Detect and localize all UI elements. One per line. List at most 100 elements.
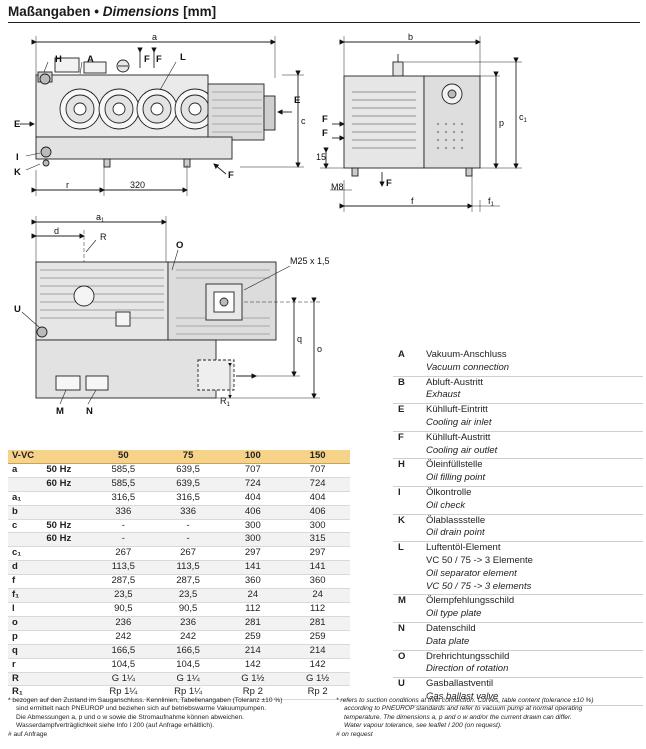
dim-a1: a1	[96, 212, 105, 224]
row-key: f₁	[8, 588, 43, 603]
row-key: c	[8, 519, 43, 534]
title-en: Dimensions	[102, 4, 180, 19]
table-cell: 316,5	[155, 491, 221, 506]
row-key: c₁	[8, 546, 43, 562]
row-key: R	[8, 672, 43, 687]
dim-p: p	[499, 118, 504, 128]
table-cell: 300	[285, 519, 350, 534]
legend-text-de: Gasballastventil	[426, 678, 494, 690]
legend-text-de: Drehrichtungsschild	[426, 650, 510, 662]
row-frequency	[42, 616, 91, 631]
table-cell: 104,5	[90, 658, 156, 673]
table-cell: G 1½	[285, 672, 350, 687]
table-cell: 724	[285, 477, 350, 492]
header-50: 50	[90, 450, 156, 464]
table-cell: 142	[220, 658, 286, 673]
label-M25: M25 x 1,5	[290, 256, 330, 266]
footnote-de-1: * bezogen auf den Zustand im Sauganschlu…	[8, 697, 283, 704]
table-cell: 113,5	[155, 560, 221, 576]
row-key: q	[8, 644, 43, 659]
label-E-side: E	[14, 119, 20, 130]
row-frequency	[42, 546, 91, 562]
label-F-end-1: F	[322, 114, 328, 125]
page-title: Maßangaben • Dimensions [mm]	[8, 4, 216, 19]
label-M: M	[56, 406, 64, 417]
table-cell: 236	[155, 616, 221, 631]
legend-text-de: Kühlluft-Eintritt	[426, 404, 488, 416]
table-cell: 316,5	[90, 491, 156, 506]
legend-key: U	[393, 677, 423, 706]
dimension-table-header: V-VC 50 75 100 150	[8, 450, 350, 464]
legend-key: M	[393, 594, 423, 623]
dim-b: b	[408, 32, 413, 42]
label-F-side-2: F	[156, 54, 162, 65]
table-cell: 639,5	[155, 463, 221, 478]
table-cell: 360	[285, 574, 350, 590]
table-cell: 90,5	[90, 602, 156, 617]
row-key	[8, 532, 43, 548]
label-F-end-2: F	[322, 128, 328, 139]
dim-r: r	[66, 180, 69, 190]
row-frequency: 50 Hz	[42, 463, 91, 478]
dim-f: f	[411, 196, 414, 206]
row-frequency	[42, 658, 91, 673]
legend-text-de: Öleinfüllstelle	[426, 459, 483, 471]
legend-text-en: Oil separator element	[426, 567, 517, 579]
table-cell: -	[90, 532, 156, 548]
table-cell: 639,5	[155, 477, 221, 492]
footnote-en-5: # on request	[336, 730, 373, 738]
legend-text-en: Cooling air inlet	[426, 416, 492, 428]
row-frequency	[42, 588, 91, 603]
dim-R1: R1	[220, 396, 231, 408]
table-cell: 300	[220, 519, 286, 534]
row-frequency: 60 Hz	[42, 477, 91, 492]
table-cell: 259	[220, 630, 286, 645]
table-cell: 267	[155, 546, 221, 562]
row-frequency	[42, 602, 91, 617]
table-cell: -	[90, 519, 156, 534]
legend-text-en: Oil type plate	[426, 608, 482, 620]
row-key: d	[8, 560, 43, 576]
dim-15: 15	[316, 152, 326, 162]
legend-key: K	[393, 514, 423, 543]
table-cell: 406	[220, 505, 286, 520]
label-L: L	[180, 52, 186, 63]
table-cell: 287,5	[155, 574, 221, 590]
table-cell: Rp 2	[220, 685, 286, 701]
legend-text-de: Ölkontrolle	[426, 486, 472, 498]
table-cell: 336	[90, 505, 156, 520]
table-cell: 360	[220, 574, 286, 590]
legend-text-en: Exhaust	[426, 389, 461, 401]
legend-key: F	[393, 431, 423, 460]
row-key: f	[8, 574, 43, 590]
table-cell: 585,5	[90, 477, 156, 492]
label-E-right: E	[294, 95, 300, 106]
row-key: b	[8, 505, 43, 520]
title-rule	[8, 22, 640, 23]
legend-key: H	[393, 458, 423, 487]
footnote-de-4: Wasserdampfverträglichkeit siehe Info I …	[16, 722, 215, 730]
footnote-de: * bezogen auf den Zustand im Sauganschlu…	[8, 697, 328, 739]
row-key: l	[8, 602, 43, 617]
dim-d: d	[54, 226, 59, 236]
table-cell: Rp 1¼	[90, 685, 156, 701]
title-unit: [mm]	[183, 4, 217, 19]
header-150: 150	[285, 450, 350, 464]
table-cell: G 1½	[220, 672, 286, 687]
legend-text-en: Oil filling point	[426, 472, 486, 484]
legend-text-en: Vacuum connection	[426, 361, 510, 373]
